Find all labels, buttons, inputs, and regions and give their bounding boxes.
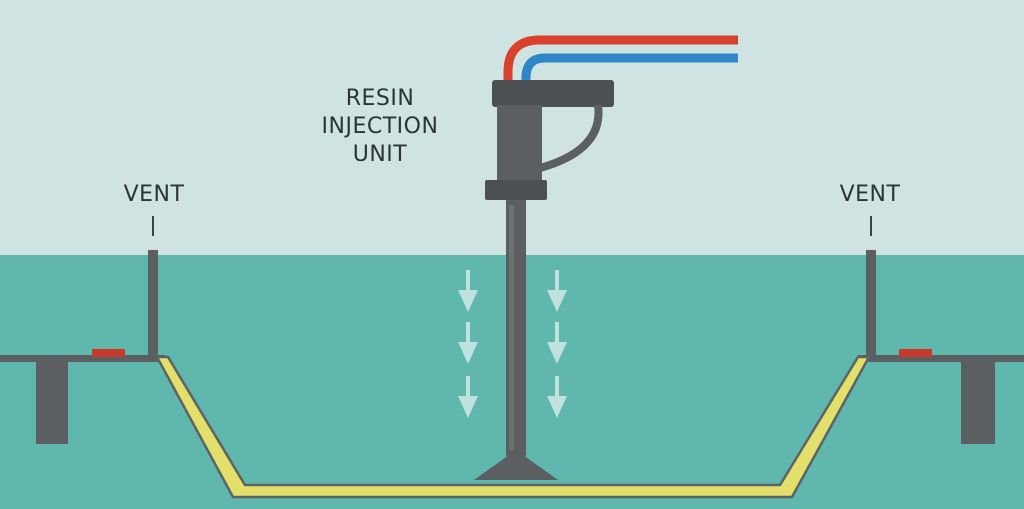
arrow-down-icon — [547, 376, 567, 418]
arrow-down-icon — [458, 376, 478, 418]
vent-label-right: VENT — [839, 182, 901, 207]
left-mold-flange — [0, 355, 165, 362]
hot-supply-line — [503, 35, 738, 100]
injection-gate — [474, 450, 558, 480]
arrow-down-icon — [458, 270, 478, 312]
arrow-down-icon — [458, 322, 478, 364]
label-line: INJECTION — [321, 114, 439, 139]
injection-head-hose — [538, 104, 603, 172]
label-line: RESIN — [345, 86, 415, 111]
injection-head-body — [497, 105, 542, 185]
right-mold-flange — [858, 355, 1024, 362]
label-line: UNIT — [352, 142, 408, 167]
laminate-part — [155, 355, 871, 499]
left-support-post — [36, 362, 68, 444]
vent-label-left: VENT — [123, 182, 185, 207]
left-seal — [92, 349, 125, 357]
arrow-down-icon — [547, 270, 567, 312]
resin-flow-arrows — [458, 270, 567, 418]
cold-supply-line — [521, 53, 738, 100]
right-vent-tube — [866, 250, 876, 356]
right-seal — [899, 349, 932, 357]
injection-head-top — [492, 80, 614, 107]
right-support-post — [961, 362, 995, 444]
left-vent-tube — [148, 250, 158, 356]
resin-injection-unit-label: RESIN INJECTION UNIT — [300, 85, 460, 169]
arrow-down-icon — [547, 322, 567, 364]
injection-head-collar — [485, 180, 547, 200]
injection-lance-highlight — [509, 205, 514, 450]
